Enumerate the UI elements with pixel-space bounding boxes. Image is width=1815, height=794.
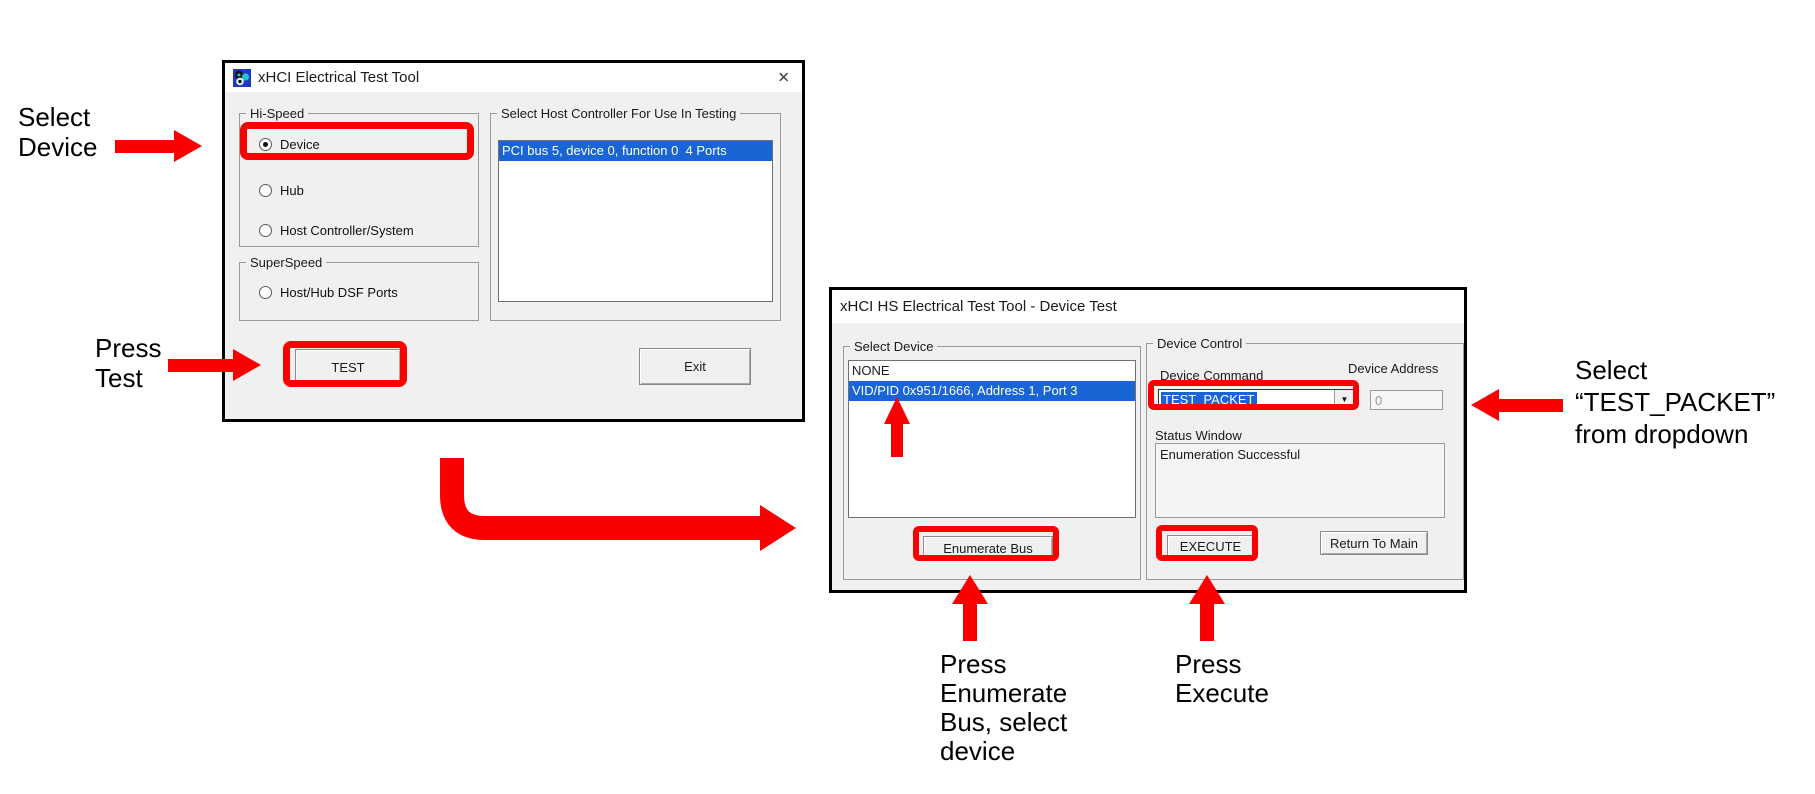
radio-host-hub-dsf-ports[interactable]: Host/Hub DSF Ports [259,285,398,300]
list-item-vid-pid[interactable]: VID/PID 0x951/1666, Address 1, Port 3 [849,381,1135,401]
press-test-arrow-shaft [168,359,234,372]
annotation-line: Select [18,102,91,132]
enumerate-arrow-icon [952,575,988,604]
device-command-label: Device Command [1160,368,1264,383]
device-list-arrow-shaft [891,424,903,457]
dialog1-title: xHCI Electrical Test Tool [258,69,420,86]
highlight-execute [1156,525,1258,561]
group-select-device: Select Device [843,339,1141,580]
device-address-field[interactable] [1370,390,1443,410]
select-device-arrow-icon [174,130,202,162]
test-packet-arrow-icon [1471,389,1499,421]
radio-dsf-label: Host/Hub DSF Ports [280,285,398,300]
annotation-line: Select [1575,355,1648,385]
radio-unselected-icon [259,224,272,237]
radio-unselected-icon [259,286,272,299]
annotation-line: Press [940,649,1007,679]
radio-device[interactable]: Device [259,137,320,152]
list-item-host-controller[interactable]: PCI bus 5, device 0, function 0 4 Ports [499,141,772,161]
status-window: Enumeration Successful [1155,443,1445,518]
highlight-test-button [283,341,407,387]
group-host-controller: Select Host Controller For Use In Testin… [490,106,781,321]
annotation-press-test: Press Test [95,333,161,393]
annotation-line: Bus, select [940,707,1068,737]
host-controller-listbox[interactable]: PCI bus 5, device 0, function 0 4 Ports [498,140,773,302]
group-super-speed: SuperSpeed [239,255,479,321]
highlight-device-radio [240,122,474,160]
dialog-xhci-test-tool: xHCI Electrical Test Tool ✕ Hi-Speed Dev… [222,60,805,422]
annotation-select-test-packet: Select “TEST_PACKET” from dropdown [1575,354,1775,450]
dialog2-titlebar[interactable]: xHCI HS Electrical Test Tool - Device Te… [832,290,1464,323]
annotation-line: Execute [1175,678,1269,708]
device-command-value: TEST_PACKET [1161,391,1257,407]
group-host-controller-label: Select Host Controller For Use In Testin… [497,106,741,121]
annotation-line: “TEST_PACKET” [1575,387,1776,417]
test-button[interactable]: TEST [295,349,401,385]
dialog2-title: xHCI HS Electrical Test Tool - Device Te… [840,298,1117,315]
execute-arrow-shaft [1200,602,1214,641]
annotation-line: Enumerate [940,678,1068,708]
select-device-arrow-shaft [115,140,175,153]
close-icon[interactable]: ✕ [777,69,790,86]
annotation-select-device: Select Device [18,102,97,162]
highlight-device-command [1148,380,1359,410]
radio-hub-label: Hub [280,183,304,198]
device-list-arrow-icon [884,397,910,424]
annotation-line: device [940,736,1016,766]
status-text: Enumeration Successful [1160,447,1301,462]
group-select-device-label: Select Device [850,339,938,354]
group-hi-speed-label: Hi-Speed [246,106,309,121]
dialog-device-test: xHCI HS Electrical Test Tool - Device Te… [829,287,1467,593]
exit-button[interactable]: Exit [639,348,751,385]
radio-hub[interactable]: Hub [259,183,304,198]
app-icon [233,68,251,87]
radio-device-label: Device [280,137,320,152]
group-super-speed-label: SuperSpeed [246,255,327,270]
flow-arrow-icon [440,458,796,551]
execute-arrow-icon [1189,575,1225,604]
device-address-label: Device Address [1348,361,1439,376]
status-window-label: Status Window [1155,428,1242,443]
group-hi-speed: Hi-Speed [239,106,479,247]
annotation-press-enumerate: Press Enumerate Bus, select device [940,650,1067,766]
radio-host-controller-label: Host Controller/System [280,223,414,238]
annotation-line: Press [95,333,162,363]
annotation-line: Press [1175,649,1242,679]
radio-unselected-icon [259,184,272,197]
highlight-enumerate-bus [913,526,1059,561]
group-device-control-label: Device Control [1153,336,1247,351]
press-test-arrow-icon [233,349,261,381]
group-device-control: Device Control [1146,336,1464,580]
annotation-press-execute: Press Execute [1175,650,1269,708]
annotation-line: from dropdown [1575,419,1749,449]
dialog1-titlebar[interactable]: xHCI Electrical Test Tool ✕ [225,63,802,92]
return-to-main-button[interactable]: Return To Main [1320,531,1428,555]
enumerate-arrow-shaft [963,602,977,641]
chevron-down-icon[interactable]: ▼ [1334,390,1354,408]
test-packet-arrow-shaft [1497,399,1563,412]
radio-host-controller-system[interactable]: Host Controller/System [259,223,414,238]
radio-selected-icon [259,138,272,151]
annotation-line: Test [95,363,143,393]
annotation-line: Device [18,132,98,162]
list-item-none[interactable]: NONE [852,363,890,378]
